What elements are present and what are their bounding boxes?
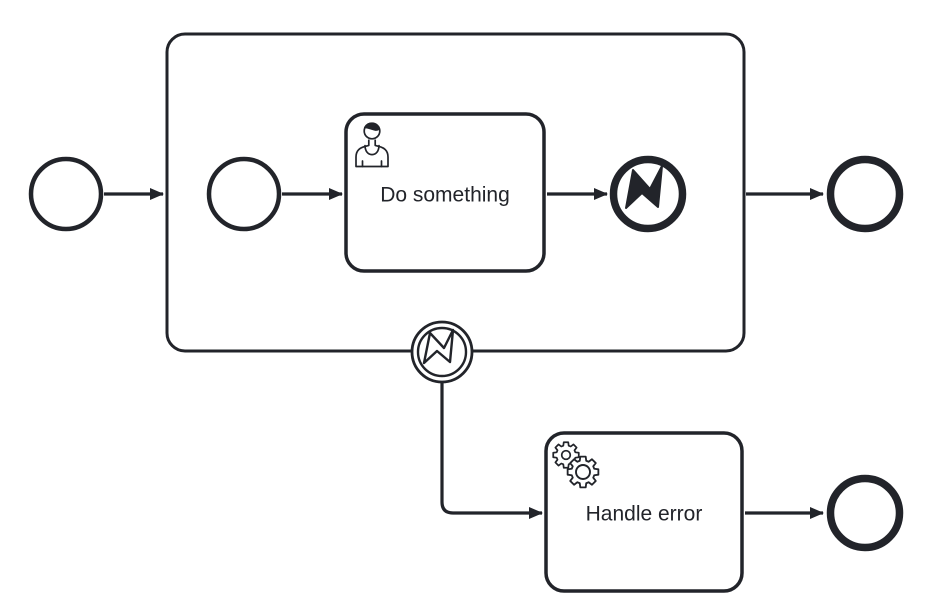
main-end-event[interactable] bbox=[826, 155, 904, 233]
do-something-task-shape[interactable] bbox=[344, 112, 546, 273]
start-event[interactable] bbox=[28, 156, 104, 232]
start-event-shape[interactable] bbox=[28, 156, 104, 232]
service-gears-icon bbox=[552, 441, 600, 489]
error-end-event[interactable] bbox=[609, 155, 687, 233]
do-something-task[interactable]: Do something bbox=[344, 112, 546, 273]
error-boundary-event-inner bbox=[416, 326, 468, 378]
handle-error-task[interactable]: Handle error bbox=[544, 431, 744, 593]
handle-error-label: Handle error bbox=[586, 503, 703, 526]
subprocess-start-event-shape[interactable] bbox=[206, 156, 282, 232]
subprocess-start-event[interactable] bbox=[206, 156, 282, 232]
main-end-event-shape[interactable] bbox=[826, 155, 904, 233]
error-path-end-event-shape[interactable] bbox=[826, 474, 904, 552]
error-boundary-event[interactable] bbox=[410, 320, 474, 384]
flow-boundary-to-handle-error[interactable] bbox=[440, 383, 543, 519]
error-bolt-filled-icon bbox=[625, 165, 663, 209]
error-bolt-outline-icon bbox=[422, 328, 455, 365]
user-icon bbox=[355, 122, 389, 168]
error-path-end-event[interactable] bbox=[826, 474, 904, 552]
do-something-label: Do something bbox=[380, 184, 510, 207]
